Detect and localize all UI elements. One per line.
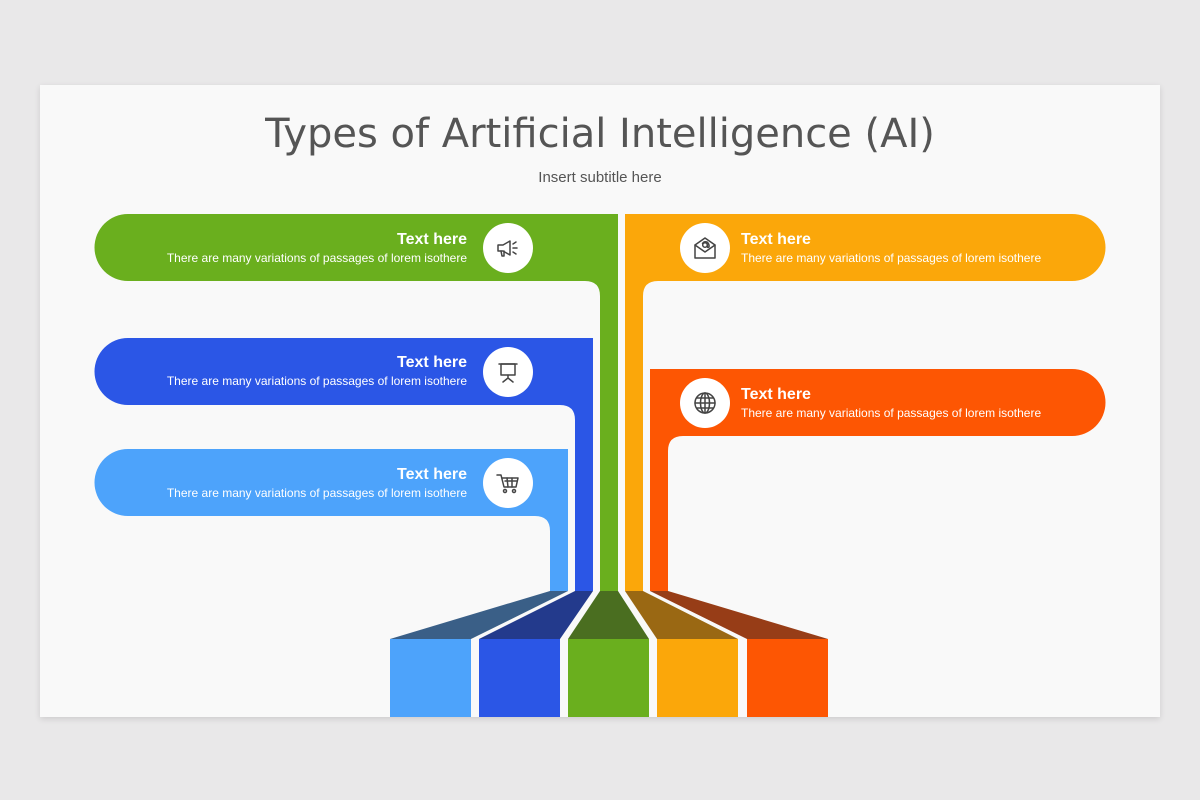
- card-description: There are many variations of passages of…: [166, 374, 467, 388]
- floor-green: [568, 591, 649, 639]
- card-blue-text: Text here There are many variations of p…: [87, 353, 467, 390]
- card-green-text: Text here There are many variations of p…: [87, 230, 467, 267]
- branch-light-blue: [94, 448, 568, 591]
- branch-green: [94, 214, 618, 591]
- floor-orange: [650, 591, 828, 639]
- card-description: There are many variations of passages of…: [166, 251, 467, 265]
- branch-orange: [650, 369, 1106, 591]
- slide: Types of Artificial Intelligence (AI) In…: [40, 85, 1160, 717]
- diagram-graphic: [94, 214, 1106, 717]
- bar-blue: [479, 639, 560, 717]
- card-description: There are many variations of passages of…: [741, 251, 1042, 265]
- email-icon: [680, 223, 730, 273]
- card-title: Text here: [741, 231, 811, 248]
- bar-green: [568, 639, 649, 717]
- floor-yellow: [625, 591, 738, 639]
- page-title: Types of Artificial Intelligence (AI): [265, 111, 935, 157]
- card-light-blue-text: Text here There are many variations of p…: [87, 465, 467, 502]
- floor-blue: [479, 591, 593, 639]
- shopping-cart-icon: [483, 458, 533, 508]
- bar-light-blue: [390, 639, 471, 717]
- branch-blue: [94, 338, 593, 591]
- megaphone-icon: [483, 223, 533, 273]
- card-description: There are many variations of passages of…: [166, 486, 467, 500]
- card-orange-text: Text here There are many variations of p…: [741, 385, 1121, 422]
- bar-yellow: [657, 639, 738, 717]
- card-description: There are many variations of passages of…: [741, 406, 1042, 420]
- presentation-board-icon: [483, 347, 533, 397]
- bar-orange: [747, 639, 828, 717]
- floor-light-blue: [390, 591, 568, 639]
- card-title: Text here: [397, 466, 467, 483]
- card-yellow-text: Text here There are many variations of p…: [741, 230, 1121, 267]
- globe-icon: [680, 378, 730, 428]
- branch-yellow: [625, 214, 1106, 591]
- card-title: Text here: [741, 386, 811, 403]
- card-title: Text here: [397, 354, 467, 371]
- card-title: Text here: [397, 231, 467, 248]
- page-subtitle: Insert subtitle here: [538, 169, 662, 186]
